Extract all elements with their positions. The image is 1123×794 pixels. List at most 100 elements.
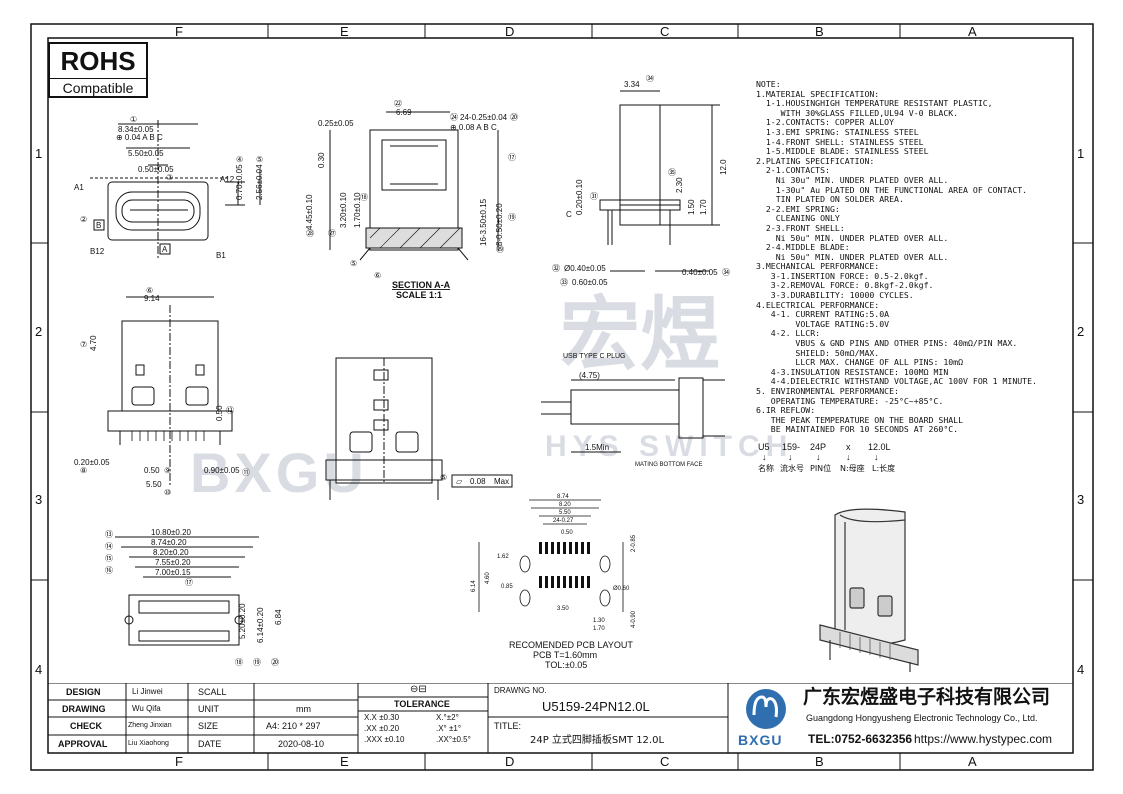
legend-code-series: U5 bbox=[758, 442, 770, 452]
legend-meaning-name: 名称 bbox=[758, 463, 774, 473]
note-line: Ni 50u" MIN. UNDER PLATED OVER ALL. bbox=[756, 251, 949, 262]
top-view-ref-2: ② bbox=[80, 215, 87, 224]
zone-row-4: 4 bbox=[35, 662, 43, 677]
pcb-dim-130: 1.30 bbox=[593, 618, 605, 624]
company-logo-circle bbox=[746, 689, 786, 729]
flatness-suffix: Max bbox=[494, 477, 509, 486]
legend-arrow-5: ↓ bbox=[874, 452, 879, 462]
zone-row-4-right: 4 bbox=[1077, 662, 1085, 677]
side-dim-150: 1.50 bbox=[687, 199, 696, 215]
section-scale: SCALE 1:1 bbox=[396, 290, 442, 300]
pcb-dim-614: 6.14 bbox=[471, 580, 477, 592]
bottom-ref-13: ⑬ bbox=[105, 530, 113, 539]
bottom-dim-874: 8.74±0.20 bbox=[151, 538, 187, 547]
note-line: CLEANING ONLY bbox=[756, 213, 840, 224]
legend-code-serial: 159- bbox=[782, 442, 800, 452]
watermark-brand: 宏煜 bbox=[560, 288, 720, 381]
tb-tol-lin-3: .XXX ±0.10 bbox=[364, 735, 405, 744]
flatness-frame bbox=[451, 474, 513, 488]
pcb-thickness: PCB T=1.60mm bbox=[533, 650, 597, 660]
section-ref-24: ㉔ bbox=[450, 113, 458, 122]
legend-arrow-4: ↓ bbox=[846, 452, 851, 462]
bottom-dim-755: 7.55±0.20 bbox=[155, 558, 191, 567]
zone-row-3-right: 3 bbox=[1077, 492, 1085, 507]
iso-view bbox=[819, 508, 919, 672]
bottom-ref-17: ⑰ bbox=[185, 578, 193, 587]
iso-base bbox=[819, 624, 919, 666]
note-line: THE PEAK TEMPERATURE ON THE BOARD SHALL bbox=[756, 414, 964, 425]
tb-title: 24P 立式四脚插板SMT 12.0L bbox=[530, 735, 665, 746]
tb-name-design: Li Jinwei bbox=[132, 687, 163, 696]
plug-title: USB TYPE C PLUG bbox=[563, 353, 626, 360]
front-width: 9.14 bbox=[144, 294, 160, 303]
tb-title-label: TITLE: bbox=[494, 721, 522, 731]
note-line: SHIELD: 50mΩ/MAX. bbox=[756, 347, 880, 358]
bottom-ref-19: ⑲ bbox=[253, 658, 261, 667]
rohs-subtitle: Compatible bbox=[62, 80, 134, 96]
tb-company-en: Guangdong Hongyusheng Electronic Technol… bbox=[806, 713, 1038, 723]
part-legend: U5 159- 24P x 12.0L ↓ ↓ ↓ ↓ ↓ 名称 流水号 PIN… bbox=[758, 442, 895, 473]
bottom-ref-14: ⑭ bbox=[105, 542, 113, 551]
tb-tol-ang-3: .XX°±0.5° bbox=[436, 735, 471, 744]
front-ref-6: ⑥ bbox=[146, 286, 153, 295]
side-ref-34: ㉞ bbox=[646, 75, 654, 83]
bottom-dim-614: 6.14±0.20 bbox=[256, 607, 265, 643]
tb-drawing-no: U5159-24PN12.0L bbox=[542, 699, 650, 714]
legend-meaning-pins: PIN位 bbox=[810, 463, 831, 473]
side-dim-060: 0.60±0.05 bbox=[572, 278, 608, 287]
title-block: DESIGN DRAWING CHECK APPROVAL Li Jinwei … bbox=[48, 683, 1073, 751]
top-view-b1: B1 bbox=[216, 251, 226, 260]
note-line: Ni 50u" MIN. UNDER PLATED OVER ALL. bbox=[756, 232, 949, 243]
top-view-height-2: 2.56±0.04 bbox=[255, 164, 264, 200]
front-dim-050b: 0.50 bbox=[144, 466, 160, 475]
top-view-b12: B12 bbox=[90, 247, 105, 256]
top-view-ref-5: ⑤ bbox=[256, 155, 263, 164]
pcb-dim-085: 0.85 bbox=[501, 584, 513, 590]
note-line: 2-2.EMI SPRING: bbox=[756, 203, 840, 214]
tb-url[interactable]: https://www.hystypec.com bbox=[914, 732, 1053, 746]
note-line: 2-3.FRONT SHELL: bbox=[756, 222, 845, 233]
pcb-dim-874: 8.74 bbox=[557, 494, 569, 500]
section-pin-width: 24-0.25±0.04 bbox=[460, 113, 508, 122]
note-line: LLCR MAX. CHANGE OF ALL PINS: 10mΩ bbox=[756, 357, 964, 368]
zone-col-c-bottom: C bbox=[660, 754, 670, 769]
zone-col-f-bottom: F bbox=[175, 754, 183, 769]
section-ref-22: ㉒ bbox=[394, 100, 402, 108]
note-line: 1-2.CONTACTS: COPPER ALLOY bbox=[756, 117, 895, 128]
side-ref-34b: ㉞ bbox=[722, 268, 730, 277]
tb-name-approval: Liu Xiaohong bbox=[128, 740, 169, 747]
top-view: ① 8.34±0.05 ⊕ 0.04 A B C 5.50±0.05 0.50±… bbox=[74, 115, 264, 260]
front-ref-11: ⑪ bbox=[242, 468, 250, 477]
note-line: 1-5.MIDDLE BLADE: STAINLESS STEEL bbox=[756, 146, 929, 157]
bottom-ref-20: ⑳ bbox=[271, 658, 279, 667]
pcb-dim-162: 1.62 bbox=[497, 554, 509, 560]
front-dim-020: 0.20±0.05 bbox=[74, 458, 110, 467]
watermark-logo: BXGU bbox=[190, 441, 368, 504]
tb-val-size: A4: 210 * 297 bbox=[266, 721, 321, 731]
note-line: 1-1.HOUSINGHIGH TEMPERATURE RESISTANT PL… bbox=[756, 98, 993, 109]
tb-tel[interactable]: TEL:0752-6632356 bbox=[808, 732, 913, 746]
zone-col-b: B bbox=[815, 24, 824, 39]
pcb-dim-550: 5.50 bbox=[559, 510, 571, 516]
note-line: 1-30u" Au PLATED ON THE FUNCTIONAL AREA … bbox=[756, 184, 1028, 195]
note-line: OPERATING TEMPERATURE: -25°C~+85°C. bbox=[756, 395, 944, 406]
zone-row-2: 2 bbox=[35, 324, 43, 339]
section-ref-28: ㉘ bbox=[306, 229, 314, 238]
front-ref-9: ⑨ bbox=[164, 466, 171, 475]
side-ref-33: ㉝ bbox=[560, 278, 568, 287]
note-line: 3-3.DURABILITY: 10000 CYCLES. bbox=[756, 290, 914, 301]
note-line: 1-3.EMI SPRING: STAINLESS STEEL bbox=[756, 126, 919, 137]
bottom-ref-16: ⑯ bbox=[105, 566, 113, 575]
note-line: VBUS & GND PINS AND OTHER PINS: 40mΩ/PIN… bbox=[756, 338, 1018, 349]
side-ref-31: ㉛ bbox=[590, 192, 598, 201]
rohs-title: ROHS bbox=[50, 44, 146, 79]
tb-key-size: SIZE bbox=[198, 721, 219, 731]
side-dim-020: 0.20±0.10 bbox=[575, 179, 584, 215]
section-dim-030: 0.30 bbox=[317, 152, 326, 168]
note-line: VOLTAGE RATING:5.0V bbox=[756, 318, 890, 329]
middle-view: ▱ 0.08 Max ⑤ bbox=[325, 357, 513, 500]
zone-col-b-bottom: B bbox=[815, 754, 824, 769]
legend-code-length: 12.0L bbox=[868, 442, 891, 452]
note-line: 4-3.INSULATION RESISTANCE: 100MΩ MIN bbox=[756, 366, 949, 377]
